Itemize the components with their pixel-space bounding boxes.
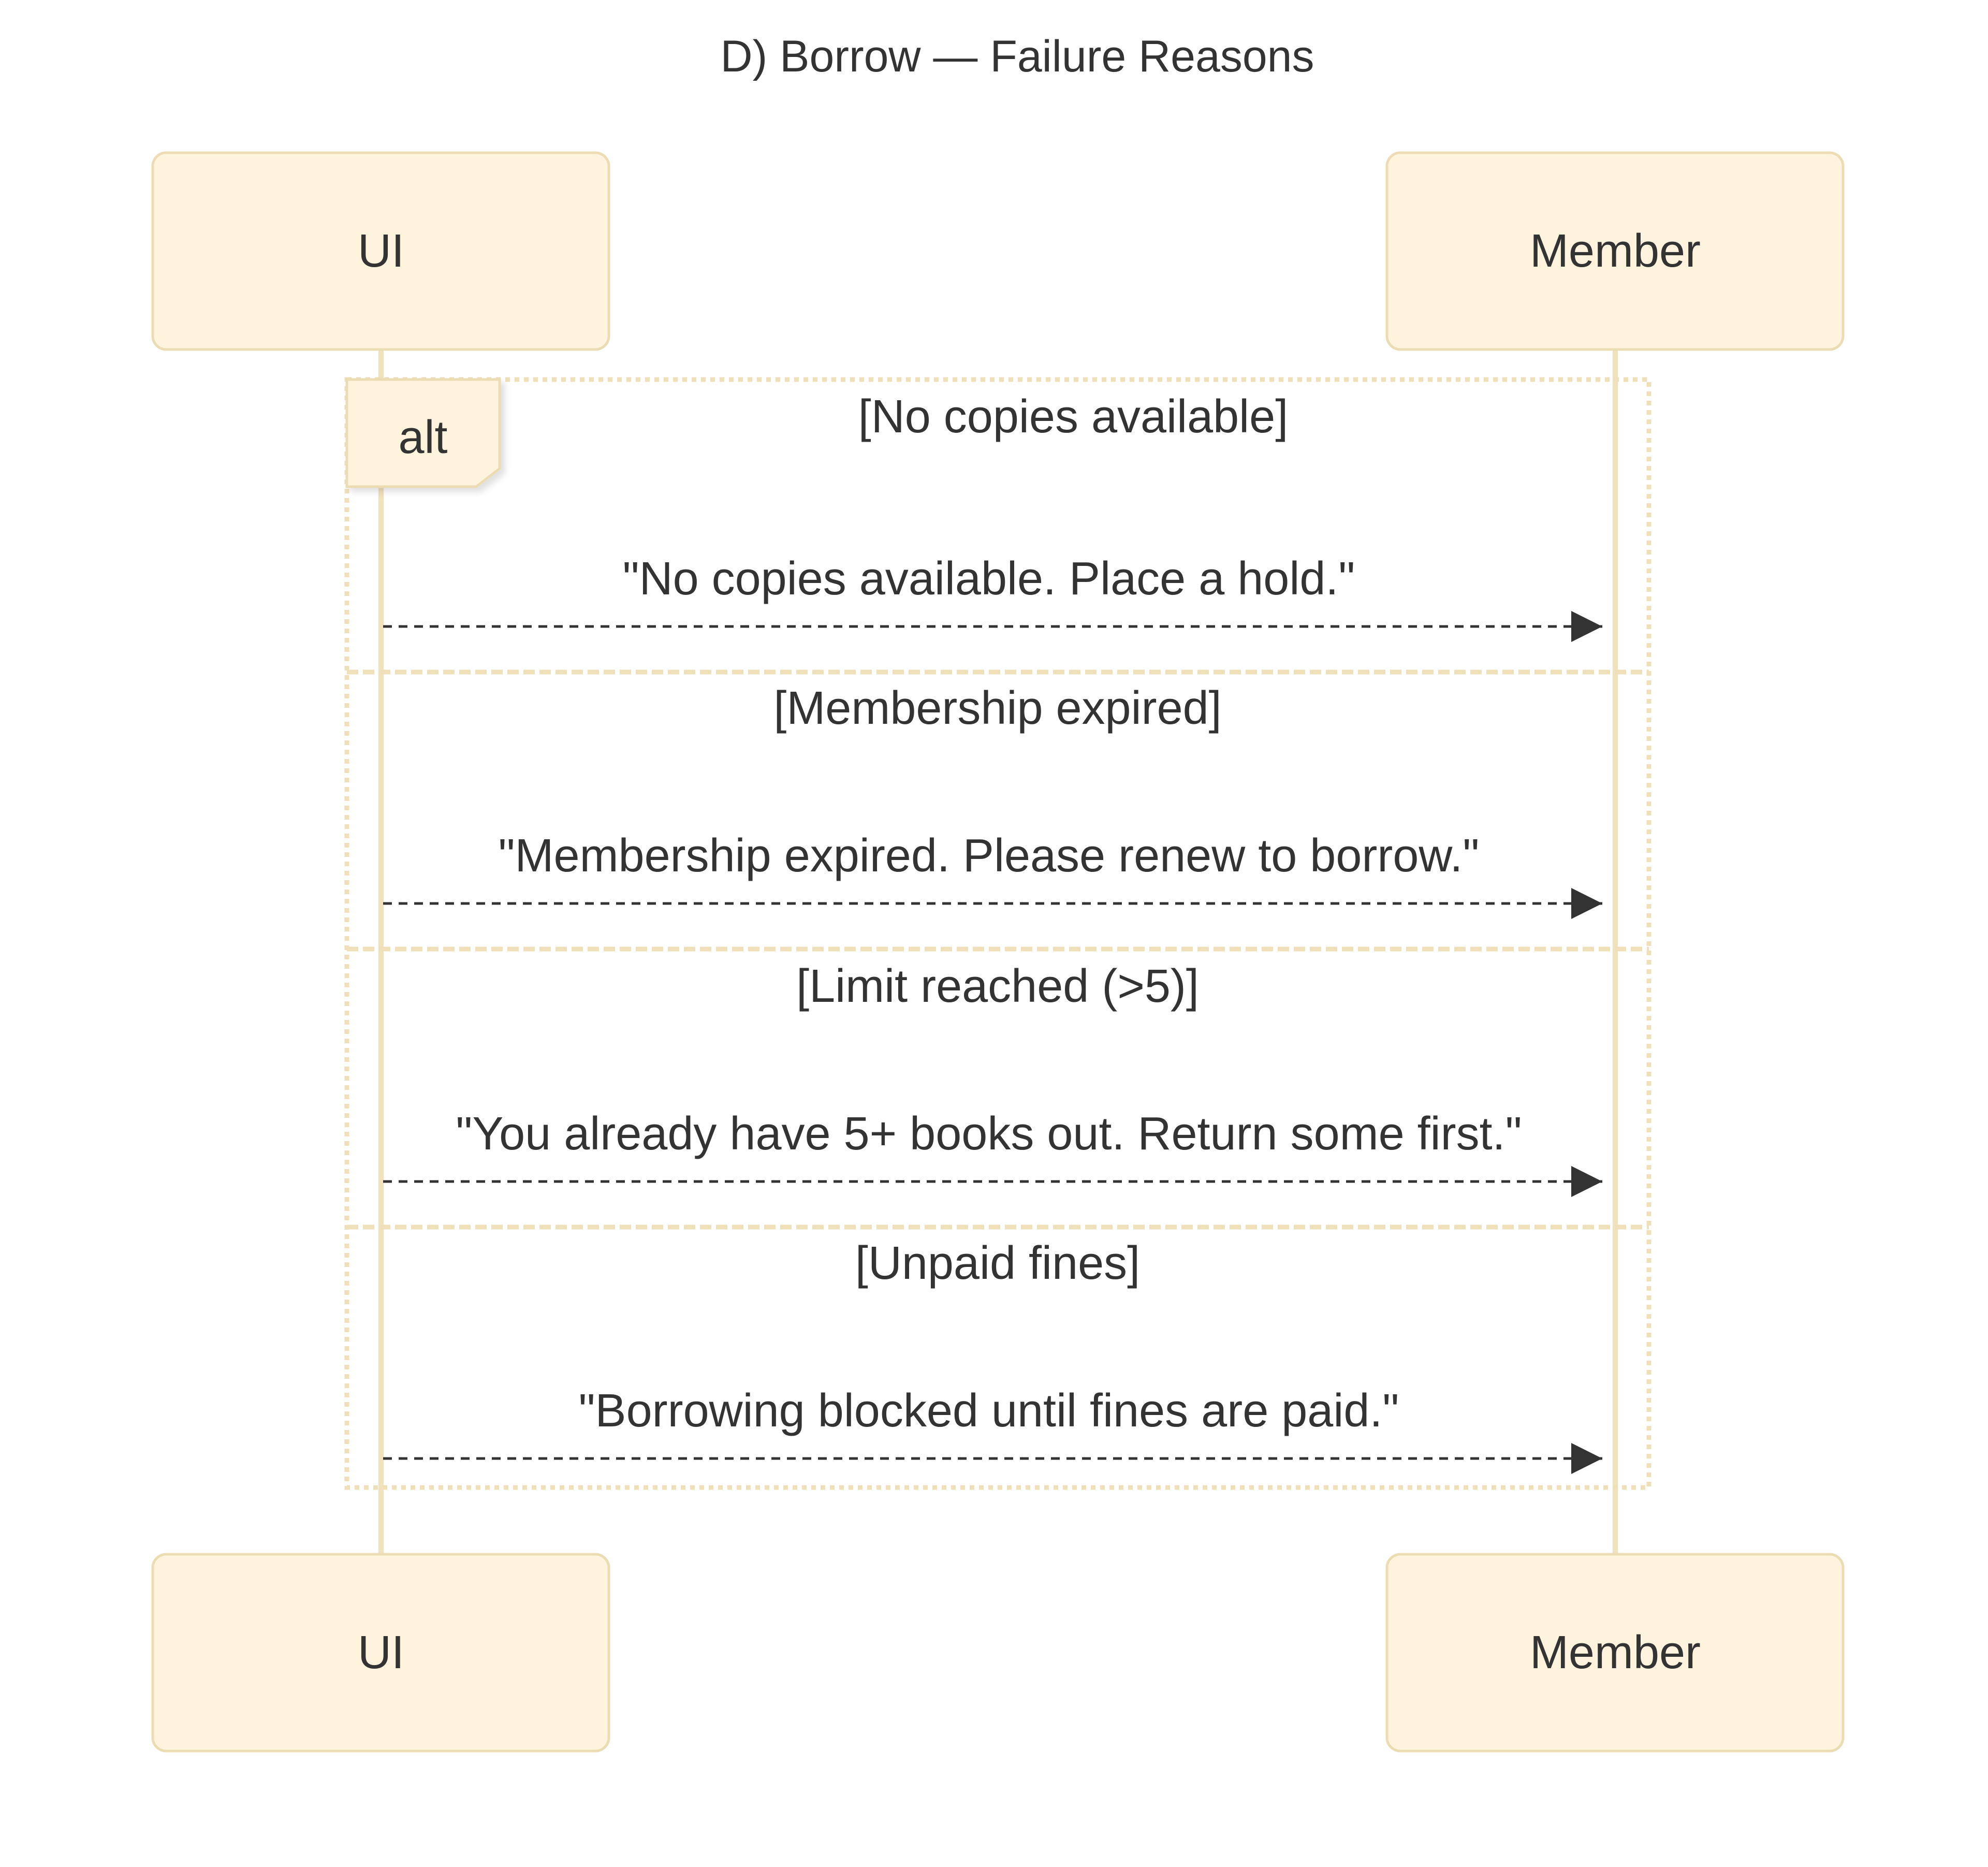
message-label: "You already have 5+ books out. Return s… [456, 1108, 1522, 1160]
guard-label: [No copies available] [858, 391, 1288, 443]
participant-ui-bottom: UI [151, 1553, 610, 1753]
diagram-title: D) Borrow — Failure Reasons [720, 32, 1314, 81]
message-label: "Membership expired. Please renew to bor… [499, 830, 1480, 882]
participant-member-label: Member [1530, 1627, 1701, 1679]
guard-label: [Membership expired] [773, 682, 1221, 734]
message-label: "No copies available. Place a hold." [623, 553, 1355, 605]
participant-ui-top: UI [151, 151, 610, 351]
participant-member-bottom: Member [1385, 1553, 1845, 1753]
guard-label: [Unpaid fines] [855, 1237, 1140, 1289]
guard-label: [Limit reached (>5)] [796, 960, 1199, 1012]
participant-member-label: Member [1530, 225, 1701, 277]
alt-fragment-frame [344, 377, 1651, 1490]
alt-label-tab: alt [345, 378, 501, 488]
participant-ui-label: UI [358, 225, 404, 277]
alt-label: alt [398, 412, 447, 463]
message-label: "Borrowing blocked until fines are paid.… [579, 1385, 1399, 1437]
participant-ui-label: UI [358, 1627, 404, 1679]
participant-member-top: Member [1385, 151, 1845, 351]
